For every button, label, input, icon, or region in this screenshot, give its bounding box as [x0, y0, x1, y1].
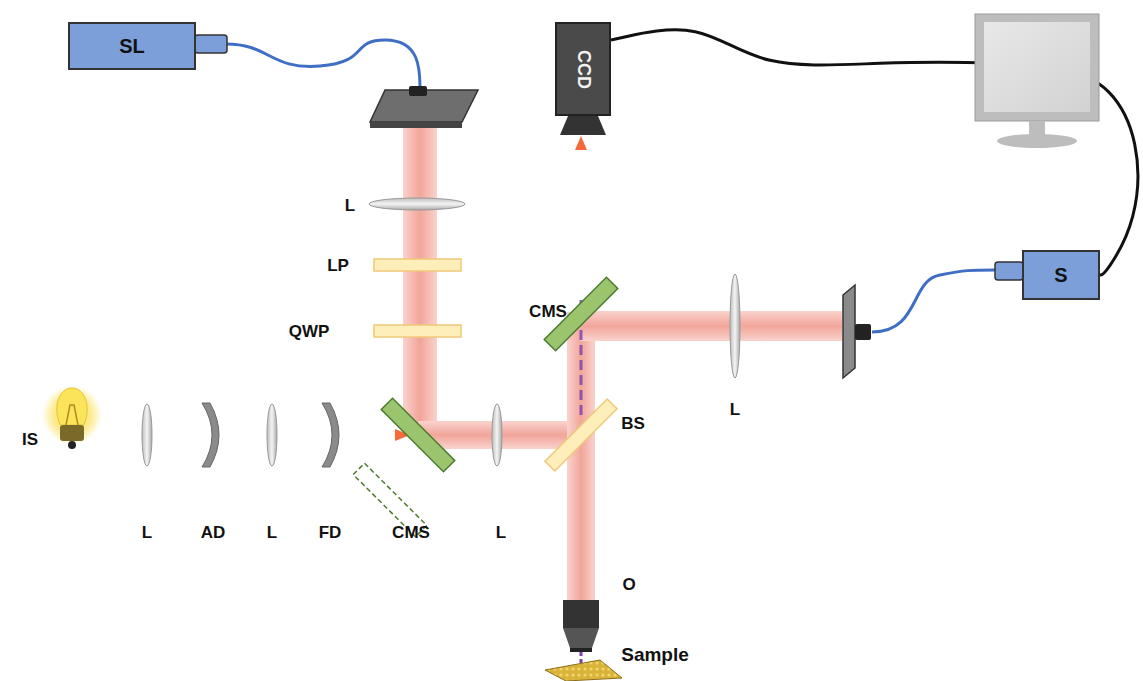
component-label: CMS — [529, 302, 567, 322]
component-label: FD — [319, 523, 342, 543]
port — [995, 262, 1023, 280]
objective — [570, 648, 592, 652]
signal-beam — [580, 311, 842, 341]
lens — [369, 198, 465, 210]
device-label: SL — [119, 35, 145, 58]
component-label: L — [496, 523, 506, 543]
spectrometer: S — [1022, 250, 1100, 300]
component-label: CMS — [392, 523, 430, 543]
aperture-diaphragm — [202, 403, 219, 467]
mirror — [381, 398, 455, 472]
sample-array — [545, 660, 622, 681]
monitor-stand — [997, 134, 1077, 148]
linear-polarizer — [374, 259, 461, 271]
fiber-connector — [855, 324, 871, 340]
fiber-mount — [843, 285, 855, 378]
component-label: L — [345, 196, 355, 216]
component-label: L — [142, 523, 152, 543]
quarter-wave-plate — [374, 325, 461, 337]
lamp-base — [60, 425, 84, 441]
objective — [563, 628, 599, 648]
lens — [730, 274, 740, 378]
lens — [142, 404, 152, 466]
fiber-mount — [370, 122, 462, 128]
laser-source: SL — [68, 22, 196, 70]
field-diaphragm — [322, 403, 339, 467]
illumination-path — [579, 445, 583, 612]
monitor-stand — [1029, 121, 1045, 135]
lamp-base — [68, 441, 76, 449]
lamp-glow — [42, 385, 102, 445]
lamp-filament — [66, 405, 78, 425]
component-label: IS — [22, 430, 38, 450]
laser-beam — [403, 128, 437, 436]
beam-splitter — [545, 399, 617, 471]
fiber-connector — [409, 86, 427, 96]
port — [195, 35, 227, 53]
camera-lens — [560, 116, 606, 135]
illumination-path — [85, 433, 395, 437]
device-label: CCD — [573, 50, 594, 89]
component-label: L — [267, 523, 277, 543]
lens — [267, 404, 277, 466]
optical-fiber — [872, 270, 995, 332]
laser-beam — [567, 312, 595, 616]
component-label: Sample — [621, 644, 689, 666]
monitor — [975, 14, 1099, 121]
lamp-bulb — [57, 388, 87, 425]
component-label: QWP — [289, 322, 330, 342]
optical-fiber — [226, 40, 420, 88]
component-label: AD — [201, 523, 226, 543]
component-label: LP — [327, 256, 349, 276]
imaging-arrow — [575, 136, 587, 150]
component-label: BS — [621, 414, 645, 434]
lens — [492, 404, 502, 466]
device-label: S — [1054, 264, 1067, 287]
objective — [563, 600, 599, 628]
component-label: O — [622, 575, 635, 595]
imaging-path — [580, 148, 583, 305]
component-label: L — [730, 400, 740, 420]
monitor-screen — [984, 22, 1090, 112]
ccd-camera: CCD — [555, 22, 611, 116]
